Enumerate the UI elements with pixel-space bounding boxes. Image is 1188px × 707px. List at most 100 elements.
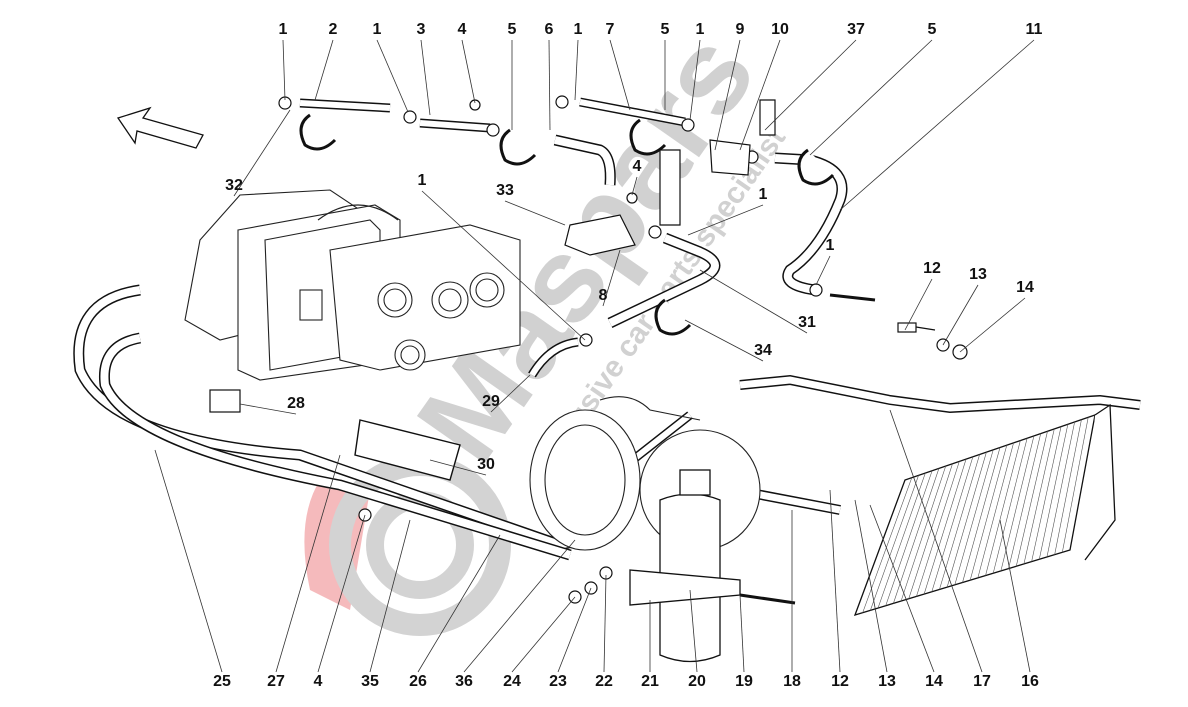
callout-label: 14 [925, 673, 943, 690]
condenser-fin [992, 438, 1028, 574]
hose-clamp [809, 283, 823, 297]
valves [209, 99, 968, 413]
leader-line [420, 39, 431, 116]
condenser-fin [900, 465, 946, 602]
condenser-fin [1062, 417, 1089, 553]
callout-label: 28 [287, 395, 305, 412]
leader-line [999, 519, 1031, 673]
callout-label: 14 [1016, 279, 1034, 296]
callout-label: 13 [878, 673, 896, 690]
callout-label: 16 [1021, 673, 1039, 690]
leader-line [376, 39, 409, 113]
condenser-fin [923, 459, 967, 595]
condenser-fin [1031, 426, 1062, 562]
water-valve [564, 214, 636, 256]
condenser-fin [1015, 431, 1048, 567]
callout-label: 33 [496, 182, 514, 199]
leader-line [942, 284, 979, 346]
hose-clamp [648, 225, 662, 239]
callout-label: 12 [923, 260, 941, 277]
hose-clamp [486, 123, 500, 137]
leader-line [429, 459, 487, 476]
condenser-fin [954, 449, 994, 585]
condenser-fin [885, 470, 933, 606]
callout-label: 2 [328, 21, 338, 38]
callout-label: 12 [831, 673, 849, 690]
nut [469, 99, 481, 111]
callout-label: 18 [783, 673, 801, 690]
condenser-fin [877, 472, 926, 609]
callout-label: 23 [549, 673, 567, 690]
leader-line [490, 374, 531, 413]
leader-line [689, 39, 701, 121]
leader-line [369, 519, 411, 673]
leader-line [548, 39, 551, 131]
callout-label: 19 [735, 673, 753, 690]
callout-label: 20 [688, 673, 706, 690]
leader-lines [154, 39, 1035, 673]
condenser-fin [870, 475, 919, 611]
callout-label: 34 [754, 342, 772, 359]
leader-line [829, 489, 841, 673]
leader-line [714, 39, 741, 151]
leader-line [739, 39, 781, 151]
callout-label: 22 [595, 673, 613, 690]
top-hoses [299, 97, 848, 378]
callout-label: 10 [771, 21, 789, 38]
leader-line [233, 109, 291, 197]
leader-line [764, 39, 857, 131]
bolt [897, 322, 917, 333]
callout-label: 35 [361, 673, 379, 690]
callout-label: 4 [313, 673, 323, 690]
leader-line [504, 200, 566, 226]
leader-line [557, 587, 592, 673]
callout-label: 8 [598, 287, 608, 304]
foam-block [209, 389, 241, 413]
leader-line [839, 39, 1035, 211]
callout-label: 1 [417, 172, 427, 189]
callout-label: 5 [660, 21, 670, 38]
condenser-fin [931, 456, 974, 592]
leader-line [699, 269, 808, 334]
callout-label: 1 [372, 21, 382, 38]
refrigerant-lines [73, 284, 1141, 561]
leader-line [603, 574, 607, 673]
callout-label: 4 [457, 21, 467, 38]
condenser-fin [1046, 421, 1075, 558]
leader-line [854, 499, 888, 673]
leader-line [282, 39, 286, 101]
leader-line [417, 534, 501, 673]
leader-line [815, 255, 831, 286]
condenser-fin [1023, 428, 1055, 564]
condenser-fin [1008, 433, 1042, 569]
callout-label: 21 [641, 673, 659, 690]
condenser-fin [939, 454, 980, 590]
condenser-fin [862, 477, 913, 613]
condenser-fin [893, 468, 940, 604]
arrow-up-left-icon [116, 106, 204, 149]
leader-line [314, 39, 334, 101]
callout-label: 1 [278, 21, 288, 38]
hose-clamp [555, 95, 569, 109]
leader-line [689, 589, 698, 673]
callout-label: 29 [482, 393, 500, 410]
callout-label: 26 [409, 673, 427, 690]
clamps [278, 95, 835, 604]
callout-label: 13 [969, 266, 987, 283]
callout-label: 32 [225, 177, 243, 194]
leader-line [904, 278, 933, 331]
leader-line [631, 176, 638, 196]
leader-line [461, 39, 476, 104]
callout-label: 9 [735, 21, 745, 38]
callout-label: 5 [927, 21, 937, 38]
condenser-fin [962, 447, 1001, 583]
leader-line [869, 504, 935, 673]
callout-label: 36 [455, 673, 473, 690]
callout-label: 37 [847, 21, 865, 38]
leader-line [511, 596, 576, 673]
callout-label: 24 [503, 673, 521, 690]
condenser-fin [916, 461, 960, 597]
leader-line [421, 190, 586, 341]
